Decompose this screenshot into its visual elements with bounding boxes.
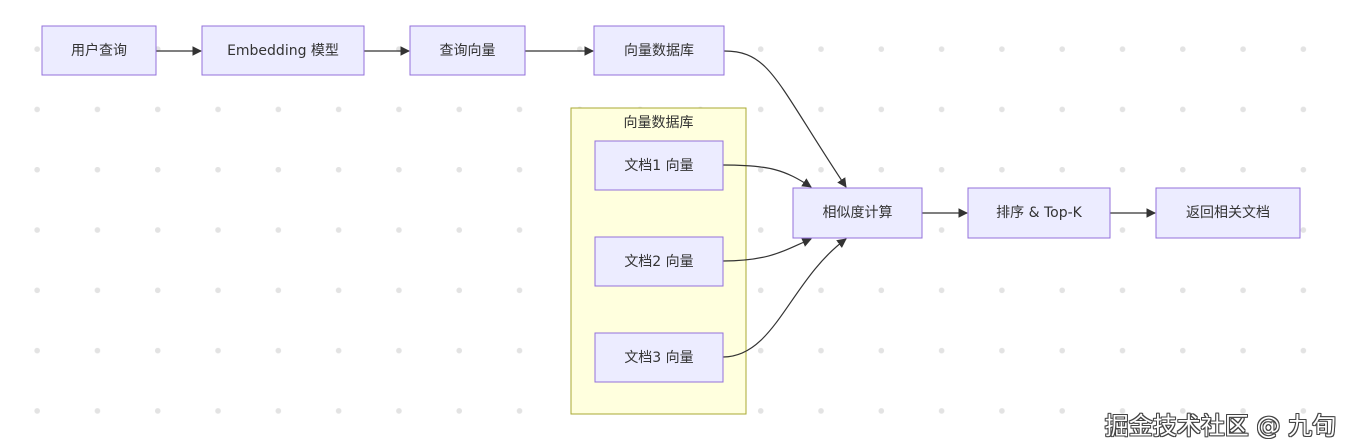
node-doc3-vector-box [594,332,724,383]
node-ranking-label: 排序 & Top-K [996,205,1082,221]
node-embedding-model-box [201,25,365,76]
node-return-docs-label: 返回相关文档 [1186,205,1270,221]
node-embedding-model-label: Embedding 模型 [227,43,339,59]
edges [156,46,1156,358]
node-vector-db-label: 向量数据库 [624,43,694,59]
node-return-docs-box [1155,187,1301,239]
edge-doc2-to-similarity [722,237,812,262]
cluster-vector-db-title: 向量数据库 [624,115,694,131]
node-similarity: 相似度计算 [792,187,923,239]
node-vector-db-box [593,25,725,76]
node-doc1-vector-box [594,140,724,191]
node-similarity-box [792,187,923,239]
node-doc1-vector: 文档1 向量 [594,140,724,191]
node-query-vector-label: 查询向量 [440,43,496,59]
node-ranking-box [967,187,1111,239]
node-ranking: 排序 & Top-K [967,187,1111,239]
node-user-query-label: 用户查询 [71,42,127,59]
node-query-vector-box [409,25,526,76]
edge-vector-db-to-similarity [723,50,847,188]
node-vector-db: 向量数据库 [593,25,725,76]
node-doc3-vector: 文档3 向量 [594,332,724,383]
node-similarity-label: 相似度计算 [823,205,893,221]
node-doc2-vector-box [594,236,724,287]
edge-doc1-to-similarity [722,164,812,188]
node-doc1-vector-label: 文档1 向量 [624,158,693,174]
node-doc2-vector: 文档2 向量 [594,236,724,287]
node-query-vector: 查询向量 [409,25,526,76]
node-return-docs: 返回相关文档 [1155,187,1301,239]
edge-doc3-to-similarity [722,238,847,358]
node-user-query-box [41,25,157,76]
watermark: 掘金技术社区 @ 九旬 [1104,412,1336,440]
node-user-query: 用户查询 [41,25,157,76]
node-doc2-vector-label: 文档2 向量 [624,254,693,270]
node-doc3-vector-label: 文档3 向量 [624,350,693,366]
node-embedding-model: Embedding 模型 [201,25,365,76]
